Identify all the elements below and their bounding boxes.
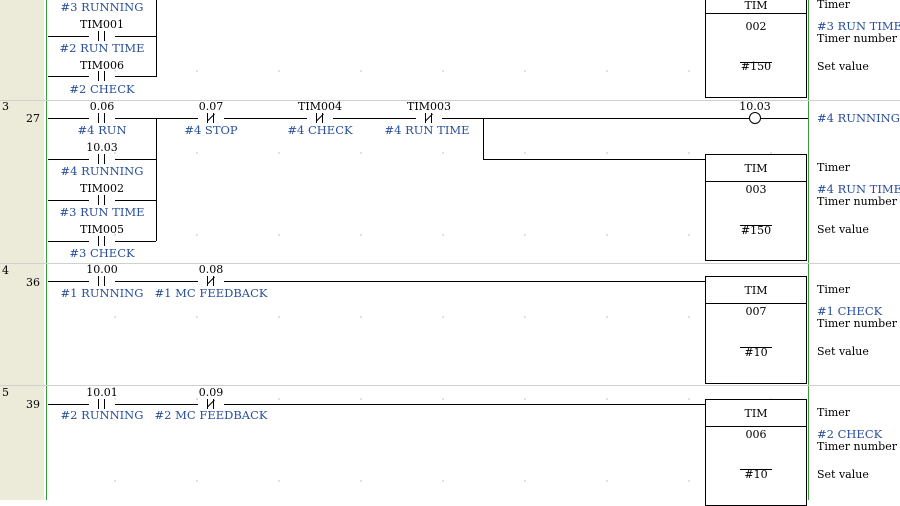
branch-wire [156,118,157,241]
timer-set-label: Set value [817,345,869,358]
contact-comment: #4 RUNNING [60,164,144,178]
contact-comment: #3 CHECK [69,246,135,260]
contact-address: TIM003 [407,100,451,113]
timer-label: Timer [817,406,851,419]
wire [48,118,750,119]
timer-set-value: #10 [744,468,768,481]
contact-comment: #4 STOP [184,123,238,137]
contact-address: 0.09 [198,386,224,399]
timer-block[interactable]: TIM 006 #10 [705,399,807,506]
contact-address: 10.01 [86,386,118,399]
timer-number: 002 [745,20,767,33]
timer-number: 007 [745,305,767,318]
contact-address: 0.06 [89,100,115,113]
contact-address: TIM005 [80,223,124,236]
timer-number-comment: #2 CHECK [817,427,883,441]
timer-block[interactable]: TIM 007 #10 [705,276,807,384]
contact-nc[interactable] [198,113,224,123]
timer-set-value: #150 [740,224,772,237]
coil-address: 10.03 [739,100,771,113]
contact-comment: #3 RUNNING [60,0,144,14]
rung-separator [0,263,900,264]
contact-address: TIM006 [80,59,124,72]
timer-set-value: #10 [744,346,768,359]
contact-address: 0.08 [198,263,224,276]
timer-label: Timer [817,283,851,296]
timer-number: 006 [745,428,767,441]
step-number: 27 [26,112,40,125]
timer-number-label: Timer number [817,317,897,330]
timer-set-value: #150 [740,60,772,73]
wire [48,281,705,282]
contact-address: TIM001 [80,18,124,31]
contact-address: 10.03 [86,141,118,154]
timer-label: Timer [817,161,851,174]
contact-no[interactable] [89,31,115,41]
contact-comment: #1 MC FEEDBACK [154,286,268,300]
contact-comment: #4 RUN [77,123,127,137]
contact-no[interactable] [89,71,115,81]
timer-number-comment: #4 RUN TIME [817,182,900,196]
timer-number-comment: #3 RUN TIME [817,19,900,33]
contact-address: 0.07 [198,100,224,113]
wire [483,159,705,160]
step-number: 39 [26,398,40,411]
contact-address: 10.00 [86,263,118,276]
contact-address: TIM004 [298,100,342,113]
contact-nc[interactable] [307,113,333,123]
contact-comment: #2 CHECK [69,82,135,96]
contact-nc[interactable] [416,113,442,123]
branch-wire [483,118,484,159]
rung-number: 3 [2,100,9,113]
left-power-rail [46,0,47,500]
wire [48,404,705,405]
timer-number-label: Timer number [817,440,897,453]
branch-wire [156,0,157,77]
timer-instruction: TIM [744,284,768,297]
timer-label: Timer [817,0,851,11]
timer-number-label: Timer number [817,32,897,45]
rung-number-gutter [0,0,44,500]
contact-nc[interactable] [198,276,224,286]
rung-separator [0,100,900,101]
contact-no[interactable] [89,236,115,246]
timer-block[interactable]: TIM 002 #150 [705,0,807,98]
step-number: 36 [26,276,40,289]
contact-no[interactable] [89,399,115,409]
timer-instruction: TIM [744,0,768,12]
wire [761,118,808,119]
contact-comment: #2 RUN TIME [59,41,145,55]
timer-instruction: TIM [744,162,768,175]
contact-comment: #1 RUNNING [60,286,144,300]
contact-no[interactable] [89,276,115,286]
timer-block[interactable]: TIM 003 #150 [705,154,807,261]
contact-comment: #2 RUNNING [60,408,144,422]
coil-comment: #4 RUNNING [817,111,900,125]
timer-set-label: Set value [817,468,869,481]
timer-number-comment: #1 CHECK [817,304,883,318]
timer-number-label: Timer number [817,195,897,208]
contact-comment: #3 RUN TIME [59,205,145,219]
contact-no[interactable] [89,113,115,123]
timer-set-label: Set value [817,60,869,73]
rung-separator [0,385,900,386]
rung-number: 5 [2,386,9,399]
contact-address: TIM002 [80,182,124,195]
contact-nc[interactable] [198,399,224,409]
rung-number: 4 [2,264,9,277]
contact-comment: #4 RUN TIME [384,123,470,137]
contact-no[interactable] [89,195,115,205]
timer-instruction: TIM [744,407,768,420]
contact-no[interactable] [89,154,115,164]
contact-comment: #4 CHECK [287,123,353,137]
output-coil[interactable] [749,112,761,124]
right-power-rail [808,0,809,500]
contact-comment: #2 MC FEEDBACK [154,408,268,422]
timer-number: 003 [745,183,767,196]
timer-set-label: Set value [817,223,869,236]
